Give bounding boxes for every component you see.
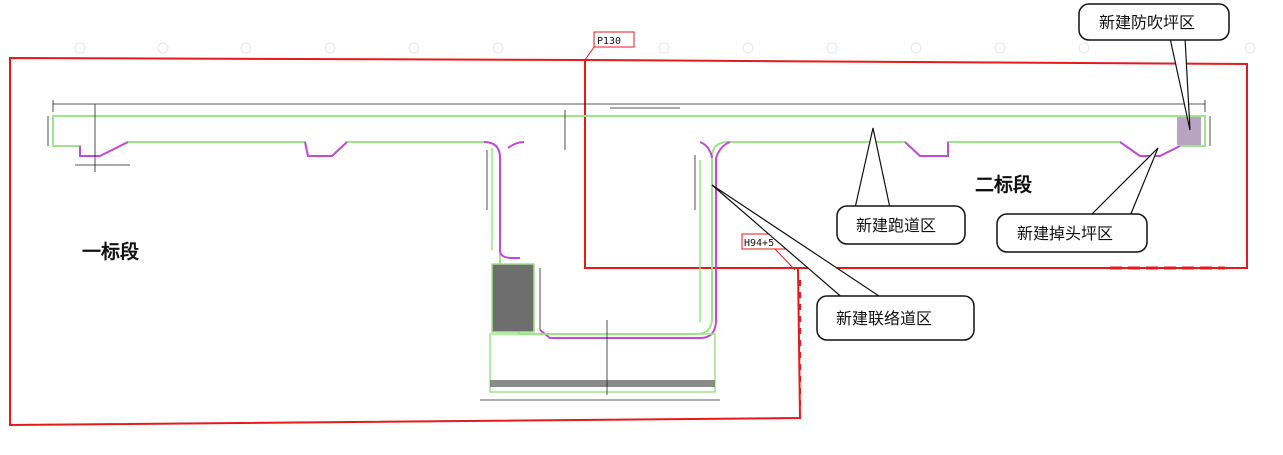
callout-connector: 新建联络道区 xyxy=(711,184,975,341)
callout-runway-text: 新建跑道区 xyxy=(856,216,936,235)
marker-p130: P130 xyxy=(584,31,635,61)
marker-h94-label: H94+5 xyxy=(744,238,774,249)
watermark-row xyxy=(74,42,1256,54)
connector-fill-block xyxy=(491,263,535,333)
callout-blast-pad-text: 新建防吹坪区 xyxy=(1099,13,1195,32)
apron-hatch xyxy=(490,380,715,387)
section-two-label: 二标段 xyxy=(975,173,1033,196)
callout-runway: 新建跑道区 xyxy=(836,127,966,245)
dimension-lines xyxy=(47,100,1211,401)
section-two-boundary xyxy=(584,59,1248,269)
marker-p130-label: P130 xyxy=(597,36,621,47)
callout-turnaround: 新建掉头坪区 xyxy=(996,147,1159,253)
callout-blast-pad: 新建防吹坪区 xyxy=(1078,3,1230,131)
callout-connector-text: 新建联络道区 xyxy=(836,309,932,328)
apron-rect xyxy=(489,333,716,393)
section-one-label: 一标段 xyxy=(82,240,140,263)
callout-turnaround-text: 新建掉头坪区 xyxy=(1017,224,1113,243)
pavement xyxy=(52,115,1206,393)
